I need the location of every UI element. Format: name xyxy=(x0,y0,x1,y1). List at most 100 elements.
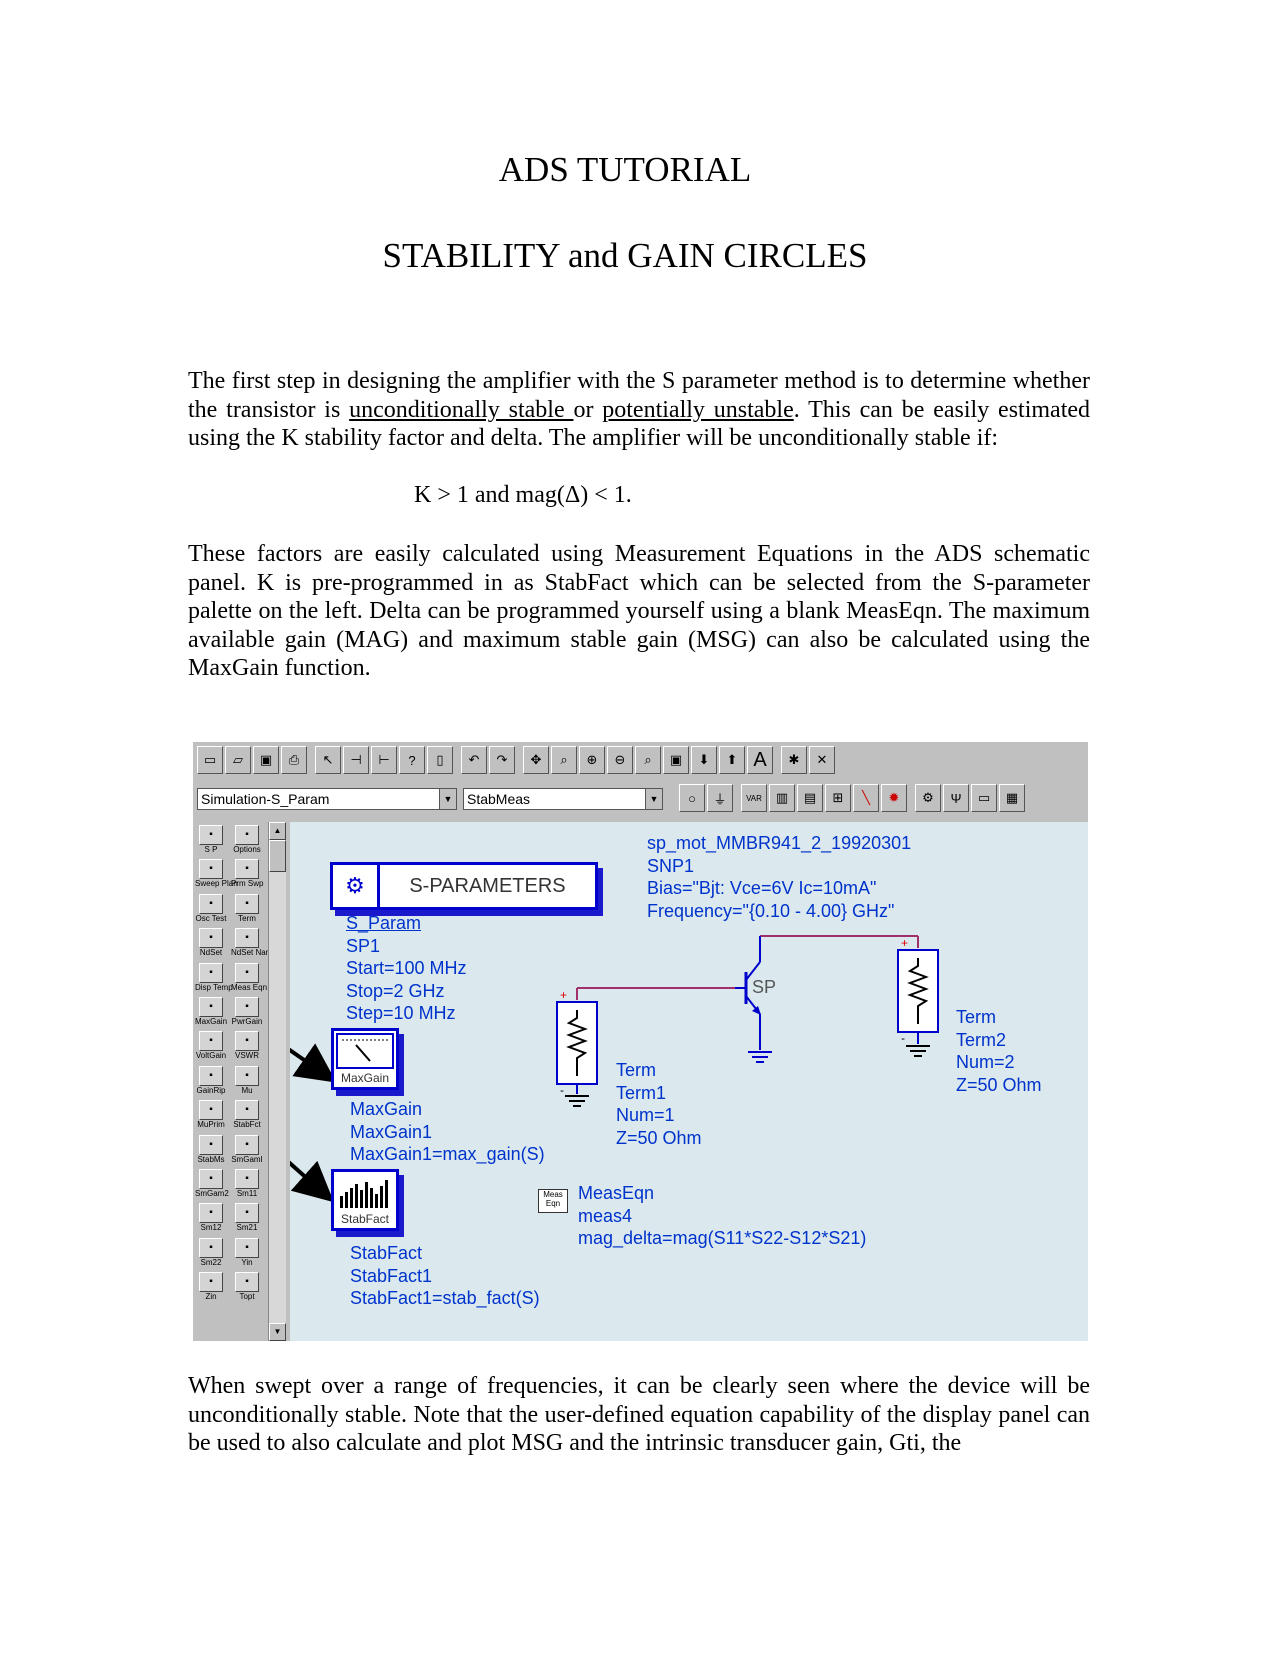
stabfact-expression: StabFact1=stab_fact(S) xyxy=(350,1288,540,1308)
maxgain-box[interactable]: MaxGain xyxy=(331,1028,399,1090)
ground-icon[interactable]: ⏚ xyxy=(707,784,733,812)
para1-underline-stable: unconditionally stable xyxy=(349,396,574,423)
palette-item[interactable]: ▪Topt xyxy=(231,1271,263,1305)
palette-scrollbar[interactable]: ▲▼ xyxy=(268,822,286,1341)
palette-item[interactable]: ▪S P xyxy=(195,824,227,858)
ads-schematic-screenshot: ▭ ▱ ▣ ⎙ ↖ ⊣ ⊢ ? ▯ ↶ ↷ ✥ ⌕ ⊕ ⊖ ⌕ ▣ ⬇ ⬆ A … xyxy=(193,742,1088,1341)
pop-up-icon[interactable]: ⬆ xyxy=(719,746,745,774)
palette-item[interactable]: ▪Prm Swp xyxy=(231,858,263,892)
palette-item[interactable]: ▪MaxGain xyxy=(195,996,227,1030)
term2-instance: Term2 xyxy=(956,1029,1007,1050)
palette-item[interactable]: ▪SmGamI xyxy=(231,1134,263,1168)
print-icon[interactable]: ⎙ xyxy=(281,746,307,774)
tune-icon[interactable]: Ψ xyxy=(943,784,969,812)
zoom-in-icon[interactable]: ⊕ xyxy=(579,746,605,774)
schematic-canvas[interactable]: + - + - ⚙ S-PARAMETERS S_Param SP1 Start… xyxy=(290,822,1088,1341)
palette-item[interactable]: ▪Options xyxy=(231,824,263,858)
palette-item[interactable]: ▪Zin xyxy=(195,1271,227,1305)
component-dropdown[interactable]: StabMeas ▼ xyxy=(463,788,663,810)
simulate-gear-icon[interactable]: ⚙ xyxy=(915,784,941,812)
chart-icon[interactable]: ▥ xyxy=(769,784,795,812)
palette-item[interactable]: ▪StabMs xyxy=(195,1134,227,1168)
palette-item-label: Sm11 xyxy=(236,1189,258,1198)
var-icon[interactable]: VAR xyxy=(741,784,767,812)
insert-pair-icon[interactable]: ⊢ xyxy=(371,746,397,774)
palette-item[interactable]: ▪Sweep Plan xyxy=(195,858,238,892)
maxgain-instance: MaxGain1 xyxy=(350,1121,433,1142)
stability-condition: K > 1 and mag(Δ) < 1. xyxy=(414,482,632,508)
push-down-icon[interactable]: ⬇ xyxy=(691,746,717,774)
palette-item[interactable]: ▪Sm11 xyxy=(231,1168,263,1202)
palette-item[interactable]: ▪Osc Test xyxy=(195,893,227,927)
category-dropdown[interactable]: Simulation-S_Param ▼ xyxy=(197,788,457,810)
data-display-icon[interactable]: ▭ xyxy=(971,784,997,812)
palette-item[interactable]: ▪Yin xyxy=(231,1237,263,1271)
palette-item[interactable]: ▪Disp Temp xyxy=(195,962,233,996)
term1-instance: Term1 xyxy=(616,1082,667,1103)
palette-item-label: GainRip xyxy=(196,1085,226,1095)
transistor-label: SP xyxy=(752,977,777,997)
palette-item-label: Yin xyxy=(241,1257,253,1267)
bargraph-icon xyxy=(340,1180,388,1208)
palette-item[interactable]: ▪Sm12 xyxy=(195,1202,227,1236)
palette-item-label: Zin xyxy=(205,1292,217,1302)
snp-file: sp_mot_MMBR941_2_19920301 xyxy=(647,833,912,853)
palette-item[interactable]: ▪VoltGain xyxy=(195,1030,227,1064)
chevron-down-icon[interactable]: ▼ xyxy=(645,789,662,809)
palette-item-label: MaxGain xyxy=(195,1017,228,1026)
help-icon[interactable]: ? xyxy=(399,746,425,774)
zoom-area-icon[interactable]: ⌕ xyxy=(551,746,577,774)
snp-frequency: Frequency="{0.10 - 4.00} GHz" xyxy=(647,900,895,921)
delete-icon[interactable]: ▯ xyxy=(427,746,453,774)
line-icon[interactable]: ╲ xyxy=(853,784,879,812)
term2-num: Num=2 xyxy=(956,1052,1015,1072)
palette-item[interactable]: ▪MuPrim xyxy=(195,1099,227,1133)
meas-eqn-icon[interactable]: Meas Eqn xyxy=(538,1189,568,1213)
new-file-icon[interactable]: ▭ xyxy=(197,746,223,774)
display-icon[interactable]: ▤ xyxy=(797,784,823,812)
undo-icon[interactable]: ↶ xyxy=(461,746,487,774)
zoom-out-icon[interactable]: ⊖ xyxy=(607,746,633,774)
svg-text:+: + xyxy=(901,936,908,950)
scroll-down-icon[interactable]: ▼ xyxy=(269,1323,286,1341)
open-folder-icon[interactable]: ▱ xyxy=(225,746,251,774)
save-icon[interactable]: ▣ xyxy=(253,746,279,774)
palette-item[interactable]: ▪VSWR xyxy=(231,1030,263,1064)
wire-icon[interactable]: ⊞ xyxy=(825,784,851,812)
redo-icon[interactable]: ↷ xyxy=(489,746,515,774)
view-all-icon[interactable]: ▣ xyxy=(663,746,689,774)
port-icon[interactable]: ○ xyxy=(679,784,705,812)
param-sweep-icon: ▪ xyxy=(235,859,259,880)
palette-item[interactable]: ▪Sm22 xyxy=(195,1237,227,1271)
palette-item[interactable]: ▪SmGam2 xyxy=(195,1168,229,1202)
sparam-controller-box[interactable]: ⚙ S-PARAMETERS xyxy=(330,862,598,910)
zoom-fit-icon[interactable]: ⌕ xyxy=(635,746,661,774)
palette-item[interactable]: ▪NdSet xyxy=(195,927,227,961)
palette-item[interactable]: ▪Mu xyxy=(231,1065,263,1099)
scroll-thumb[interactable] xyxy=(269,840,286,872)
move-icon[interactable]: ✥ xyxy=(523,746,549,774)
grid-icon[interactable]: ▦ xyxy=(999,784,1025,812)
palette-item[interactable]: ▪Meas Eqn xyxy=(231,962,267,996)
palette-item[interactable]: ▪GainRip xyxy=(195,1065,227,1099)
scroll-up-icon[interactable]: ▲ xyxy=(269,822,286,840)
palette-item[interactable]: ▪NdSet Name xyxy=(231,927,277,961)
palette-item[interactable]: ▪PwrGain xyxy=(231,996,263,1030)
nodeset-icon: ▪ xyxy=(199,928,223,949)
sparam-instance: SP1 xyxy=(346,935,381,956)
term1-num: Num=1 xyxy=(616,1105,675,1125)
insert-icon[interactable]: ⊣ xyxy=(343,746,369,774)
palette-item[interactable]: ▪StabFct xyxy=(231,1099,263,1133)
term2-resistor xyxy=(907,958,929,1024)
name-icon[interactable]: ✹ xyxy=(881,784,907,812)
maxgain-box-label: MaxGain xyxy=(340,1071,390,1085)
chevron-down-icon[interactable]: ▼ xyxy=(439,789,456,809)
stabfact-box[interactable]: StabFact xyxy=(331,1169,399,1231)
select-arrow-icon[interactable]: ↖ xyxy=(315,746,341,774)
text-tool-icon[interactable]: A xyxy=(747,746,773,774)
deactivate-icon[interactable]: ✱ xyxy=(781,746,807,774)
palette-item[interactable]: ▪Sm21 xyxy=(231,1202,263,1236)
palette-item[interactable]: ▪Term xyxy=(231,893,263,927)
short-icon[interactable]: ✕ xyxy=(809,746,835,774)
palette-item-label: VoltGain xyxy=(195,1051,227,1061)
